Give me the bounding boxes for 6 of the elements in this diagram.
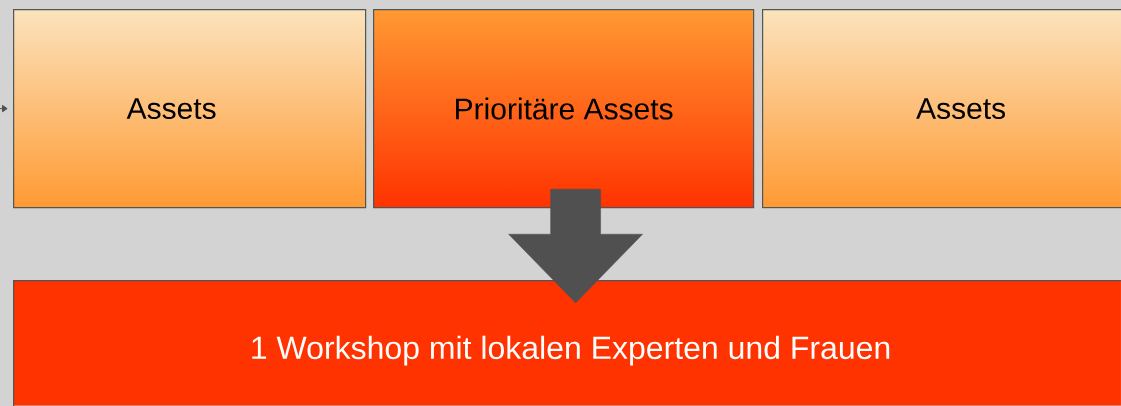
process-box: 1 Workshop mit lokalen Experten und Frauen — [13, 280, 1121, 406]
block-arrow — [508, 188, 643, 304]
process-box: Assets — [13, 9, 367, 209]
arrow — [0, 104, 8, 113]
process-box: Prioritäre Assets — [373, 9, 755, 209]
process-box: Assets — [762, 9, 1121, 209]
